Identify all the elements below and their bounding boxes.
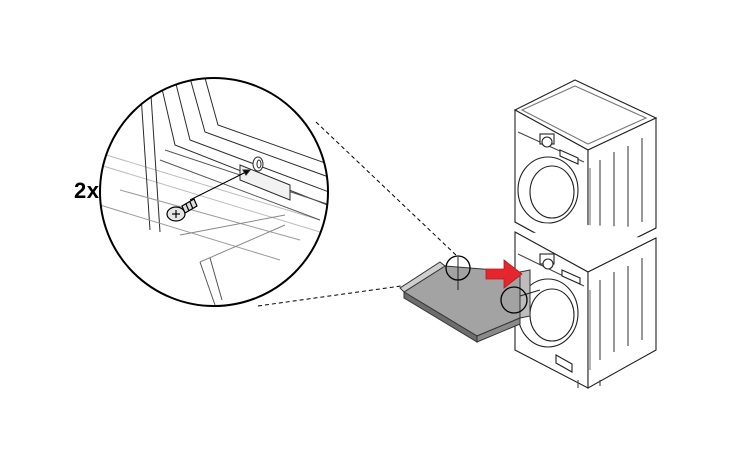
push-direction-arrow-icon xyxy=(485,259,523,289)
screw-quantity-label: 2x xyxy=(74,178,100,203)
detail-markers xyxy=(445,255,528,314)
zoom-detail xyxy=(99,77,329,307)
stacked-appliances xyxy=(513,79,658,389)
screw-icon xyxy=(166,198,198,222)
stacking-tray xyxy=(399,257,541,343)
